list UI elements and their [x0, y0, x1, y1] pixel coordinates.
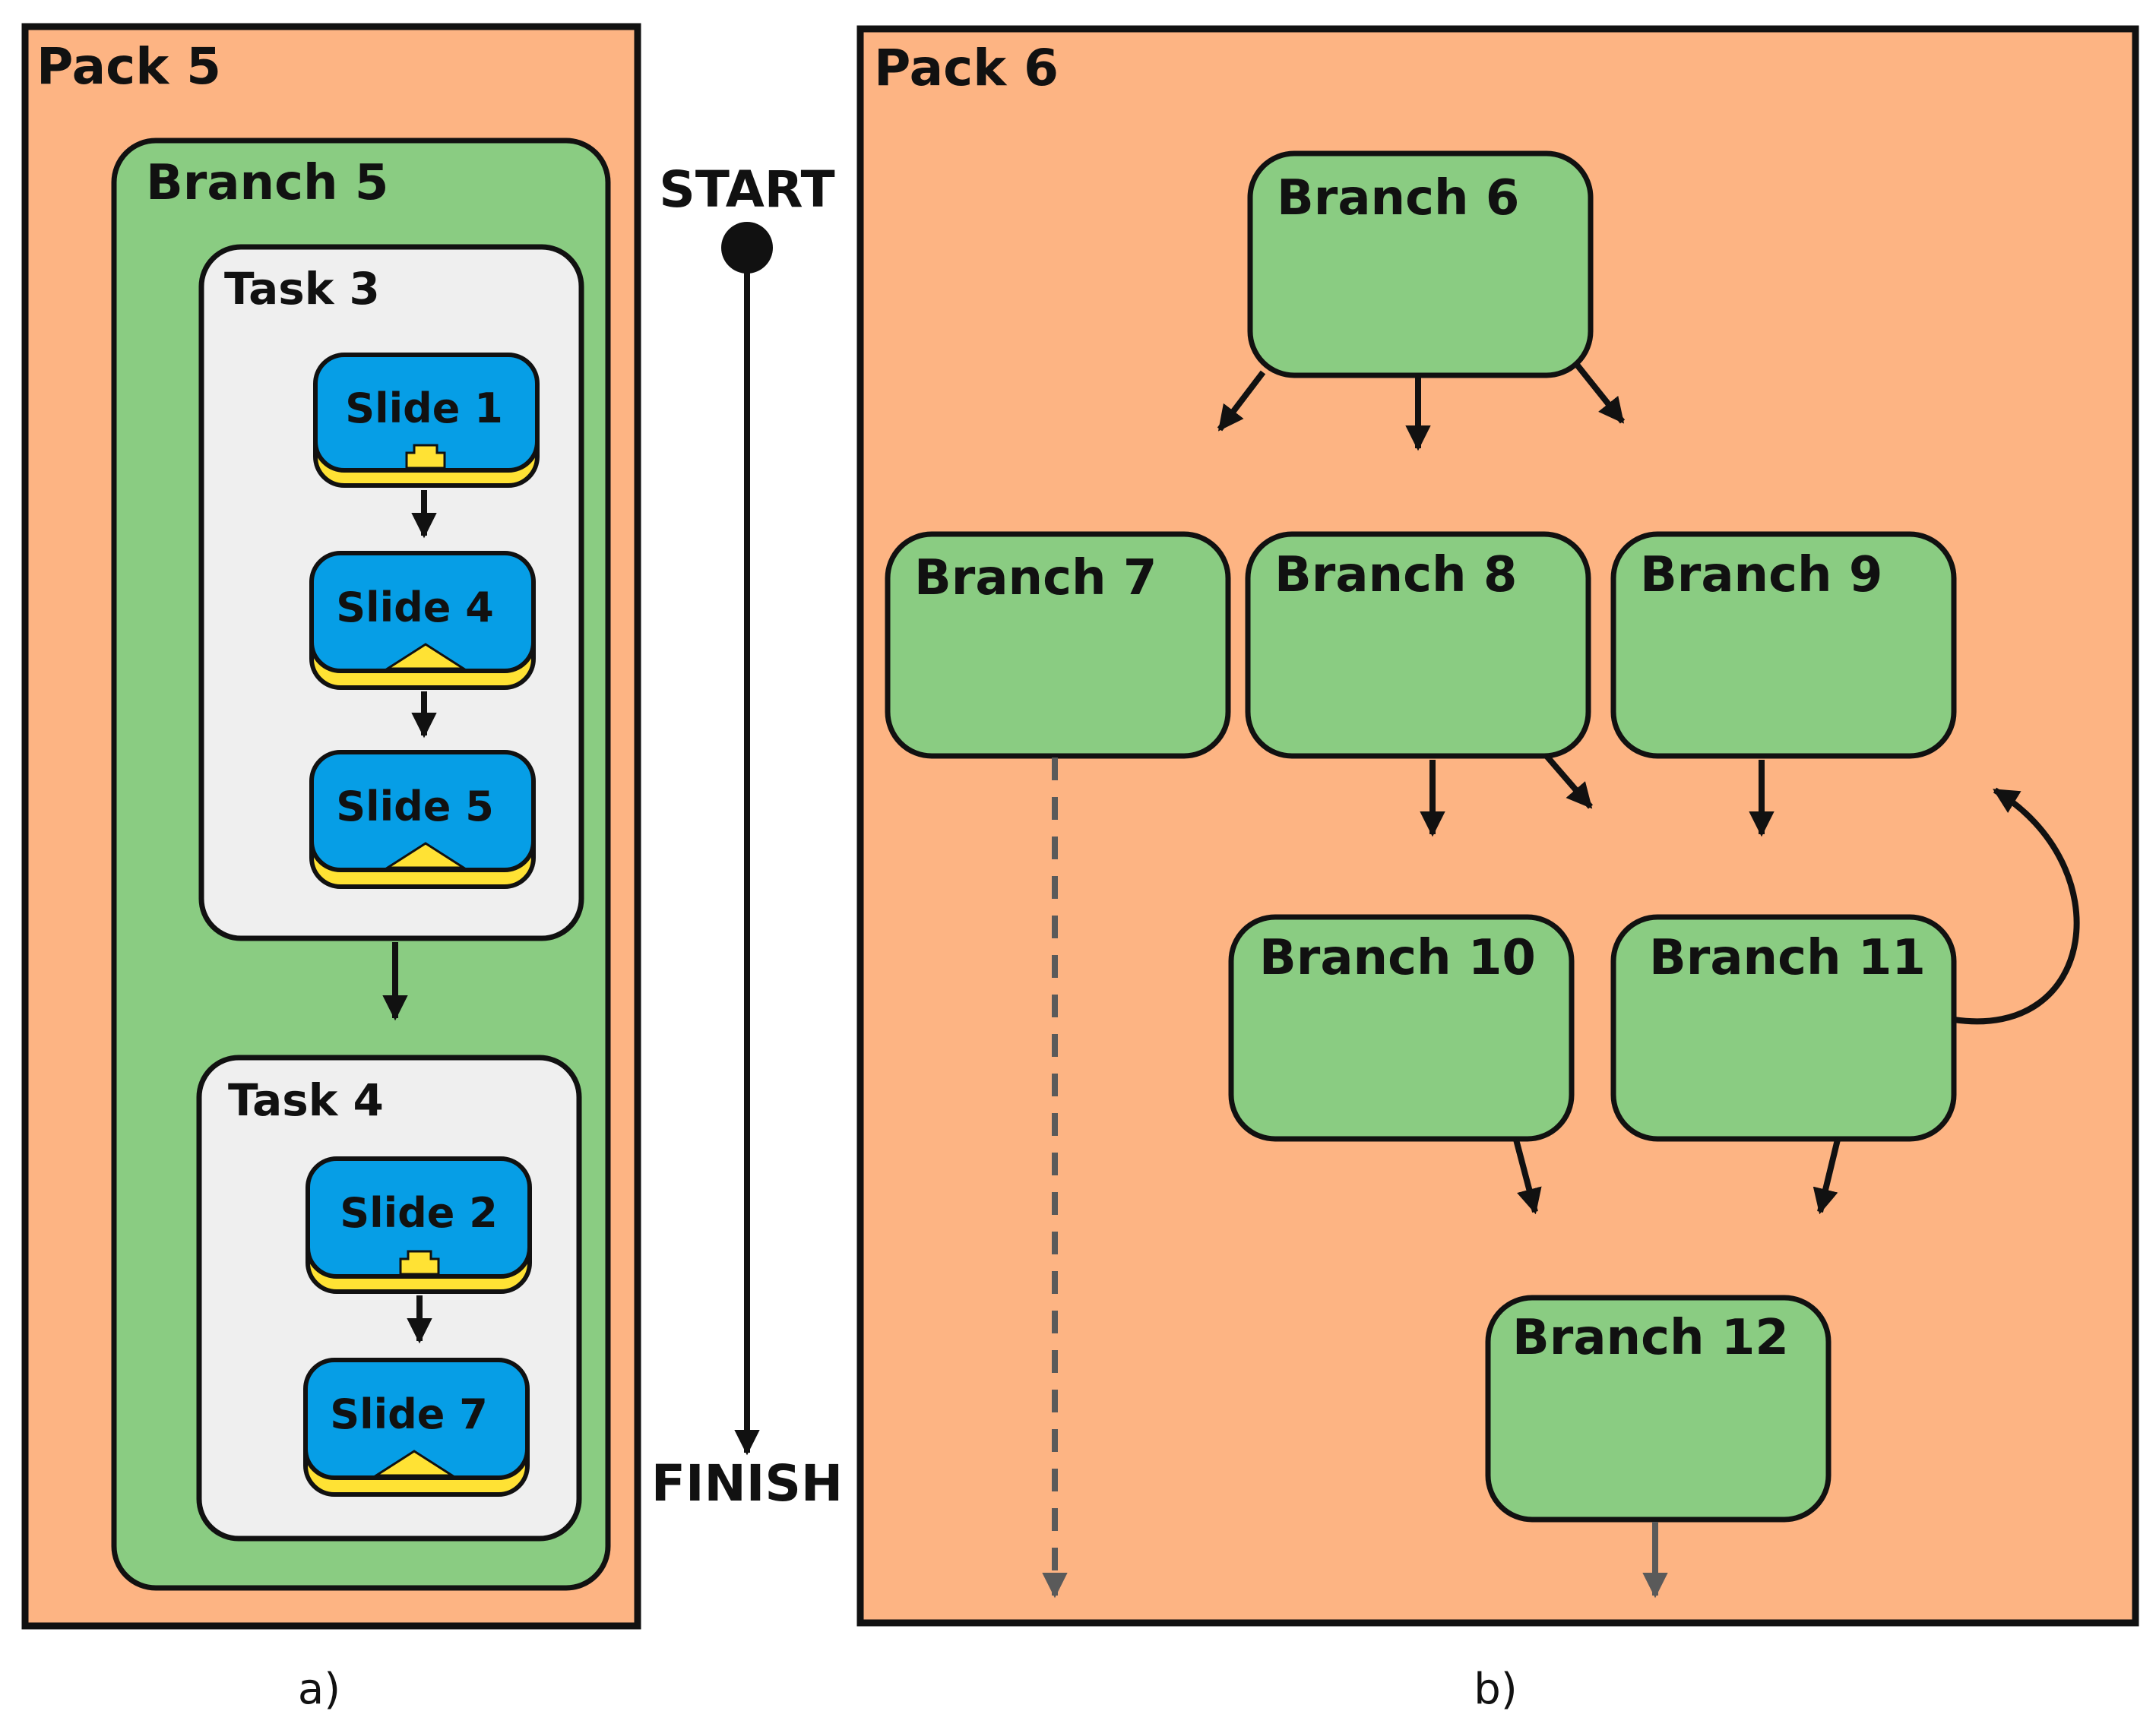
task-3-title: Task 3 [224, 263, 380, 315]
branch-10-box [1228, 914, 1575, 1142]
branch-9-title: Branch 9 [1640, 547, 1882, 603]
arrow-diagonal-icon [1543, 754, 1594, 809]
branch-5-title: Branch 5 [146, 155, 388, 211]
branch-11-title: Branch 11 [1649, 930, 1926, 986]
caption-a: a) [298, 1665, 340, 1714]
branch-8-title: Branch 8 [1274, 547, 1517, 603]
arrow-diagonal-icon [1217, 370, 1266, 432]
branch-8-box [1245, 531, 1591, 759]
slide-5-card: Slide 5 [309, 750, 536, 889]
branch-12-title: Branch 12 [1512, 1310, 1789, 1366]
timeline: START FINISH [651, 160, 843, 1513]
slide-2-card: Slide 2 [306, 1156, 532, 1294]
start-label: START [659, 160, 834, 219]
branch-7-title: Branch 7 [914, 550, 1157, 606]
finish-label: FINISH [651, 1454, 843, 1513]
pack-6-title: Pack 6 [874, 39, 1059, 97]
pack-5-title: Pack 5 [36, 37, 221, 96]
slide-2-label: Slide 2 [340, 1189, 498, 1237]
branch-12-box [1485, 1295, 1831, 1523]
arrow-diagonal-icon [1812, 1139, 1841, 1215]
slide-7-card: Slide 7 [303, 1358, 530, 1497]
panel-b: Pack 6 Branch 6 Branch 7 Branch 8 Branch… [856, 25, 2139, 1714]
slide-7-label: Slide 7 [330, 1390, 488, 1438]
branch-6-title: Branch 6 [1277, 170, 1519, 226]
slide-4-card: Slide 4 [309, 551, 536, 690]
branch-7-box [885, 531, 1231, 759]
curved-arrow-icon [1953, 787, 2080, 1025]
branch-6-box [1247, 150, 1594, 378]
slide-5-label: Slide 5 [336, 783, 494, 830]
slide-4-label: Slide 4 [336, 584, 494, 631]
branch-9-box [1610, 531, 1957, 759]
branch-11-box [1610, 914, 1957, 1142]
task-4-title: Task 4 [228, 1074, 384, 1126]
slide-1-card: Slide 1 [313, 353, 540, 488]
arrow-diagonal-icon [1513, 1138, 1542, 1215]
caption-b: b) [1474, 1665, 1517, 1714]
slide-1-label: Slide 1 [345, 384, 503, 432]
panel-a: Pack 5 Branch 5 Task 3 Slide 1 Slide 4 S… [21, 23, 641, 1714]
branch-10-title: Branch 10 [1259, 930, 1536, 986]
arrow-diagonal-icon [1574, 362, 1626, 424]
